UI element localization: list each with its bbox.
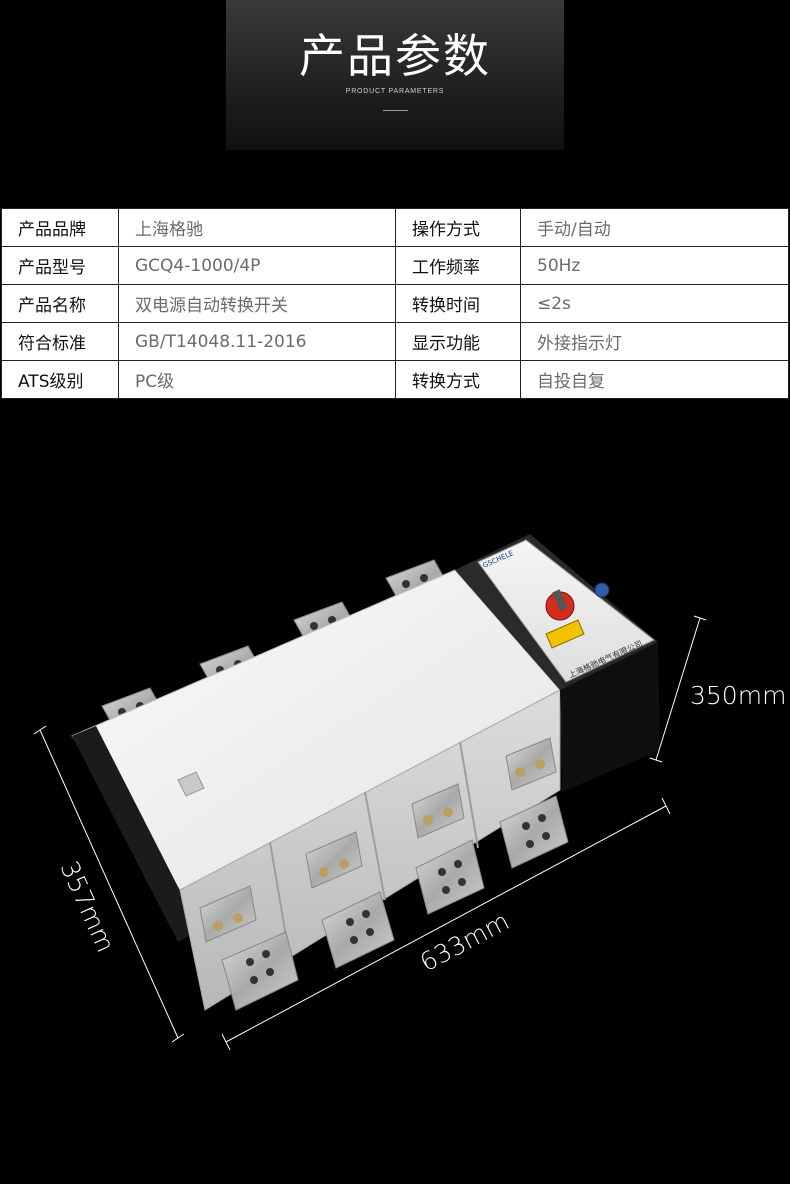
- front-terminals: [199, 737, 569, 1011]
- top-window: [177, 771, 205, 797]
- dimension-lines: [33, 615, 707, 1051]
- spec-key: 产品品牌: [1, 208, 119, 247]
- red-handle-icon: [545, 589, 575, 621]
- header-panel: [226, 0, 564, 150]
- table-row: 符合标准 GB/T14048.11-2016 显示功能 外接指示灯: [1, 322, 789, 361]
- dimension-depth: 357mm: [55, 857, 121, 957]
- header-divider: [383, 110, 408, 111]
- page-subtitle: PRODUCT PARAMETERS: [345, 88, 445, 95]
- spec-key: 产品名称: [1, 284, 119, 323]
- spec-value: ≤2s: [520, 284, 789, 323]
- spec-key: 符合标准: [1, 322, 119, 361]
- spec-key: 显示功能: [395, 322, 521, 361]
- spec-value: GB/T14048.11-2016: [118, 322, 396, 361]
- spec-value: 50Hz: [520, 246, 789, 285]
- spec-key: 工作频率: [395, 246, 521, 285]
- spec-value: 双电源自动转换开关: [118, 284, 396, 323]
- dimension-height: 350mm: [690, 681, 786, 710]
- spec-value: 上海格驰: [118, 208, 396, 247]
- table-row: 产品品牌 上海格驰 操作方式 手动/自动: [1, 208, 789, 247]
- table-row: ATS级别 PC级 转换方式 自投自复: [1, 360, 789, 399]
- spec-key: 产品型号: [1, 246, 119, 285]
- dimension-width: 633mm: [415, 906, 514, 977]
- indicator-button-icon: [594, 582, 610, 598]
- spec-value: 自投自复: [520, 360, 789, 399]
- spec-key: 转换时间: [395, 284, 521, 323]
- spec-key: 转换方式: [395, 360, 521, 399]
- body-left-edge: [72, 726, 200, 942]
- spec-value: PC级: [118, 360, 396, 399]
- panel-housing-side: [560, 642, 660, 792]
- spec-value: GCQ4-1000/4P: [118, 246, 396, 285]
- table-row: 产品型号 GCQ4-1000/4P 工作频率 50Hz: [1, 246, 789, 285]
- spec-value: 外接指示灯: [520, 322, 789, 361]
- warning-label-icon: [545, 619, 585, 649]
- spec-table: 产品品牌 上海格驰 操作方式 手动/自动 产品型号 GCQ4-1000/4P 工…: [1, 208, 789, 399]
- spec-key: ATS级别: [1, 360, 119, 399]
- product-illustration: GSCHELE 上海格驰电气有限公司: [33, 534, 786, 1051]
- spec-key: 操作方式: [395, 208, 521, 247]
- spec-value: 手动/自动: [520, 208, 789, 247]
- page-title: 产品参数: [299, 29, 491, 83]
- table-row: 产品名称 双电源自动转换开关 转换时间 ≤2s: [1, 284, 789, 323]
